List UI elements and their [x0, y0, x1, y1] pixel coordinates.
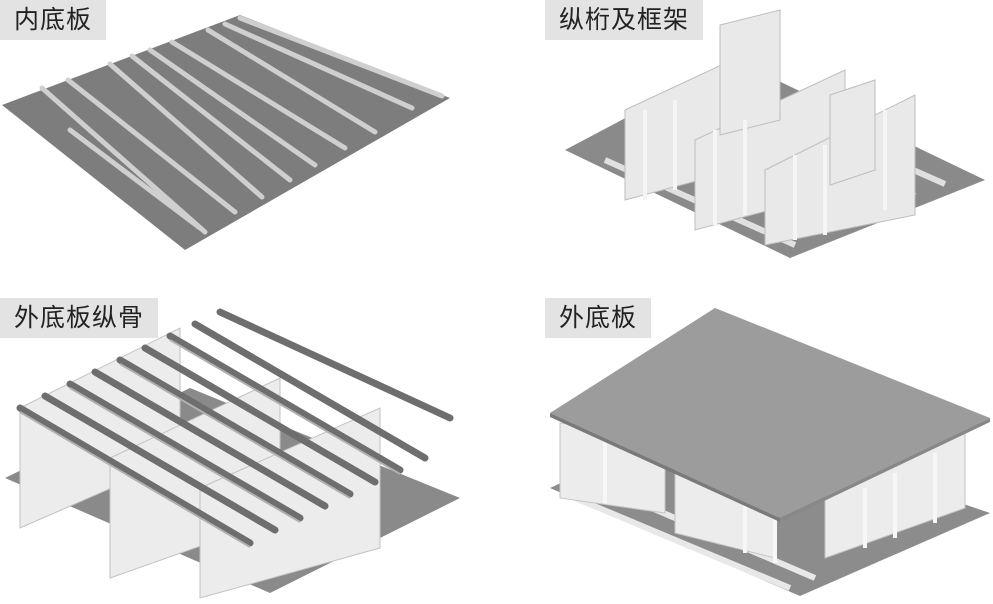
inner-bottom-plate-illustration [2, 15, 450, 250]
panel-label: 外底板纵骨 [0, 298, 159, 338]
shell-longitudinals-illustration [5, 308, 460, 599]
panel-outer-bottom-plate: 外底板 [545, 298, 993, 604]
panel-label: 纵桁及框架 [545, 0, 704, 40]
panel-label: 外底板 [545, 298, 652, 338]
girders-frames-illustration [565, 9, 985, 258]
outer-bottom-plate-illustration [550, 308, 990, 596]
panel-inner-bottom-plate: 内底板 [0, 0, 500, 295]
panel-longitudinal-girders-and-frames: 纵桁及框架 [545, 0, 993, 295]
panel-label: 内底板 [0, 0, 107, 40]
panel-bottom-shell-longitudinals: 外底板纵骨 [0, 298, 545, 604]
